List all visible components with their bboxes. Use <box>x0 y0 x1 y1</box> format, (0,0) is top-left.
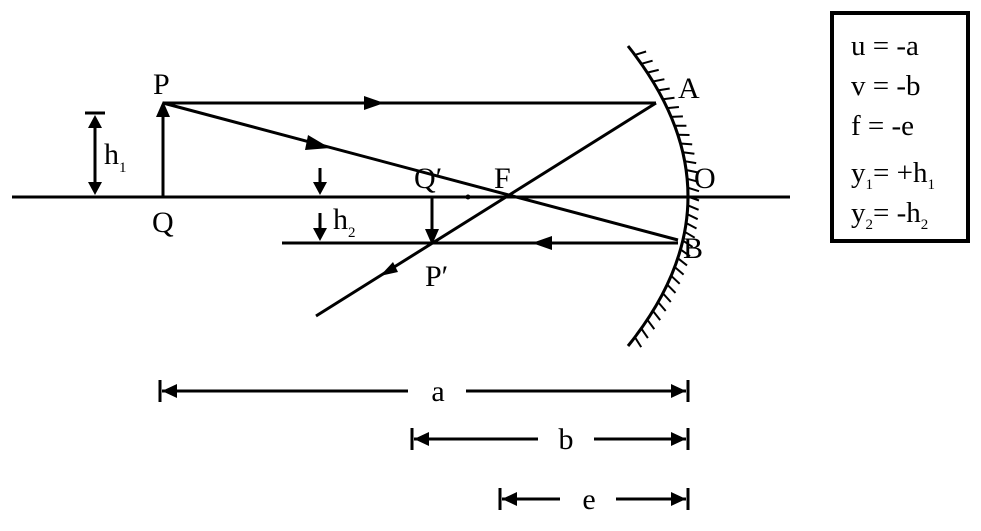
reflected-ray-from-a <box>316 103 656 316</box>
mirror-hatch-mark <box>671 276 680 284</box>
mirror-hatch-mark <box>641 61 652 64</box>
distance-b-right-arrow <box>671 432 686 446</box>
label-o: O <box>694 162 716 195</box>
distance-a-label: a <box>431 375 444 408</box>
mirror-hatch-mark <box>663 98 675 100</box>
mirror-hatch-mark <box>641 329 648 339</box>
h1-top-arrow <box>88 115 102 128</box>
h1-label: h1 <box>104 138 127 176</box>
label-p: P <box>153 68 170 101</box>
h2-bottom-arrow <box>313 228 327 241</box>
mirror-hatch-mark <box>635 337 641 347</box>
legend-v: v = -b <box>851 70 921 102</box>
mirror-hatch-mark <box>663 293 671 302</box>
mirror-hatch-mark <box>647 70 658 73</box>
distance-a-right-arrow <box>671 384 686 398</box>
h2-top-arrow <box>313 182 327 195</box>
mirror-hatch-mark <box>683 152 695 153</box>
label-b: B <box>683 232 703 265</box>
reflected-ray-from-b-arrow <box>532 236 552 250</box>
mirror-hatch-mark <box>658 302 666 311</box>
mirror-hatch-mark <box>667 107 679 108</box>
mirror-hatch-mark <box>681 144 693 145</box>
distance-b-label: b <box>559 423 574 456</box>
legend-f: f = -e <box>851 110 914 142</box>
distance-e-right-arrow <box>671 492 686 506</box>
legend-u: u = -a <box>851 30 919 62</box>
ray-p-to-a-arrow <box>364 96 384 110</box>
label-a: A <box>678 72 700 105</box>
distance-e-label: e <box>582 483 595 516</box>
mirror-hatch-mark <box>687 214 698 219</box>
mirror-hatch-mark <box>658 89 670 91</box>
mirror-hatch-mark <box>653 79 665 81</box>
mirror-hatch-mark <box>675 267 684 275</box>
label-q-image: Q′ <box>414 162 442 195</box>
legend-y2: y2= -h2 <box>851 197 928 233</box>
legend-y1: y1= +h1 <box>851 157 935 193</box>
h2-label: h2 <box>333 203 356 241</box>
reflected-ray-from-a-arrow <box>380 262 398 276</box>
h1-bottom-arrow <box>88 182 102 195</box>
mirror-hatch-mark <box>635 52 646 55</box>
label-p-image: P′ <box>425 260 448 293</box>
label-q: Q <box>152 206 174 239</box>
mirror-hatch-mark <box>653 311 660 320</box>
mirror-hatch-mark <box>647 320 654 329</box>
label-f: F <box>494 162 511 195</box>
mirror-hatch-mark <box>667 285 675 293</box>
mirror-hatch-mark <box>671 116 683 117</box>
ray-p-to-b-arrow <box>305 135 330 150</box>
mirror-hatch-mark <box>686 223 696 229</box>
mirror-hatch-mark <box>688 205 699 210</box>
focus-point <box>466 195 471 200</box>
